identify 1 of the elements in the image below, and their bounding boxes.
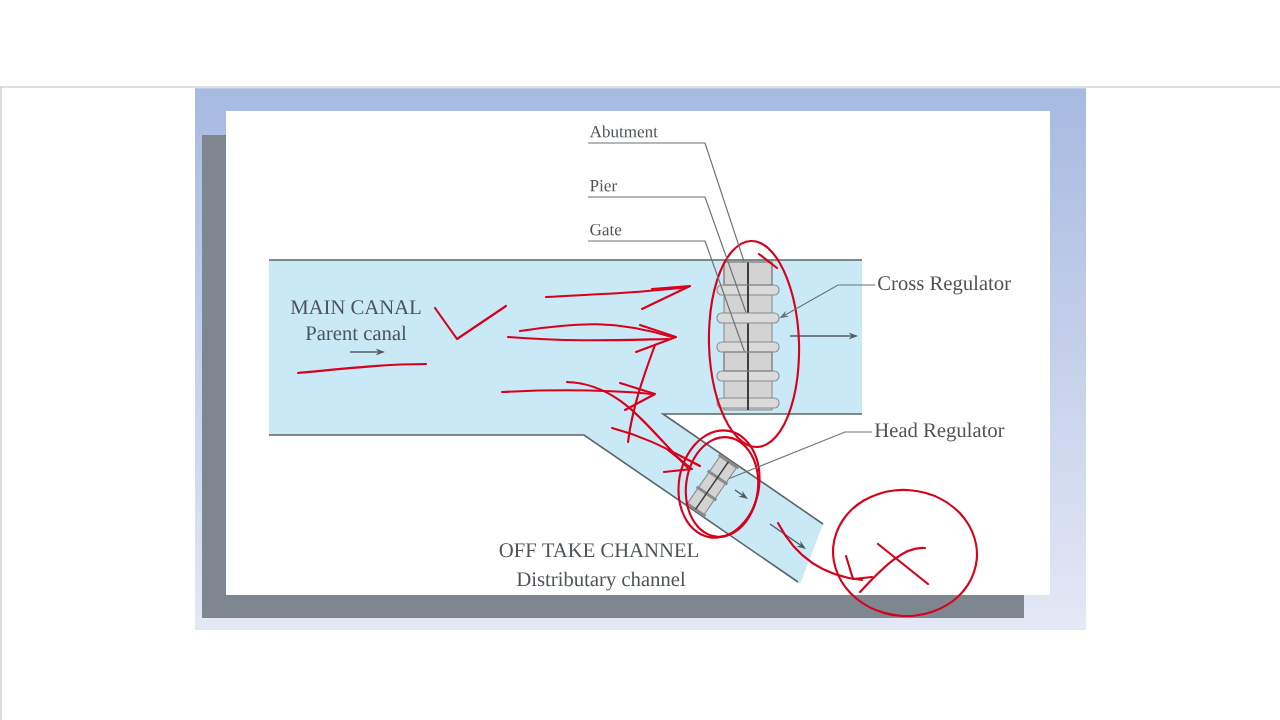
part-label: Abutment: [589, 125, 658, 138]
